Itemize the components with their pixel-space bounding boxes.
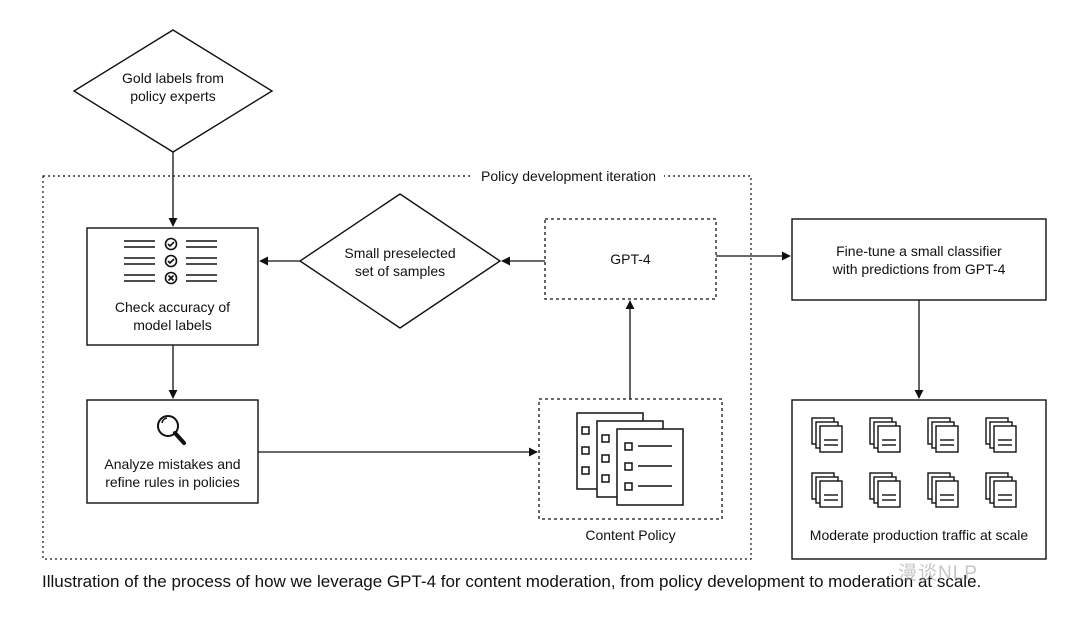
check-accuracy-box bbox=[86, 227, 259, 346]
document-stack-icon bbox=[811, 417, 843, 453]
gpt4-text: GPT-4 bbox=[610, 251, 651, 267]
magnifier-icon bbox=[157, 415, 186, 445]
policy-documents-icon bbox=[576, 412, 684, 506]
fine-tune-text: Fine-tune a small classifier with predic… bbox=[832, 243, 1006, 277]
preselected-samples-text: Small preselected set of samples bbox=[344, 245, 456, 279]
document-stack-icon bbox=[985, 472, 1017, 508]
document-stack-icon bbox=[811, 472, 843, 508]
figure-caption: Illustration of the process of how we le… bbox=[42, 572, 982, 591]
document-stack-icon bbox=[927, 472, 959, 508]
moderate-text: Moderate production traffic at scale bbox=[809, 527, 1029, 543]
document-stack-icon bbox=[869, 472, 901, 508]
content-policy-text: Content Policy bbox=[585, 527, 676, 543]
gold-labels-text: Gold labels from policy experts bbox=[122, 70, 224, 104]
document-stack-icon bbox=[869, 417, 901, 453]
watermark: 漫谈NLP bbox=[898, 563, 978, 584]
document-stacks-icon bbox=[811, 417, 1017, 508]
analyze-mistakes-text: Analyze mistakes and refine rules in pol… bbox=[104, 456, 241, 490]
frame-title: Policy development iteration bbox=[473, 167, 665, 185]
preselected-samples-diamond bbox=[298, 193, 502, 329]
gpt4-box bbox=[544, 218, 717, 300]
checklist-icon bbox=[124, 237, 217, 285]
policy-iteration-frame bbox=[42, 175, 752, 560]
document-stack-icon bbox=[985, 417, 1017, 453]
document-stack-icon bbox=[927, 417, 959, 453]
check-accuracy-text: Check accuracy of model labels bbox=[114, 299, 231, 333]
